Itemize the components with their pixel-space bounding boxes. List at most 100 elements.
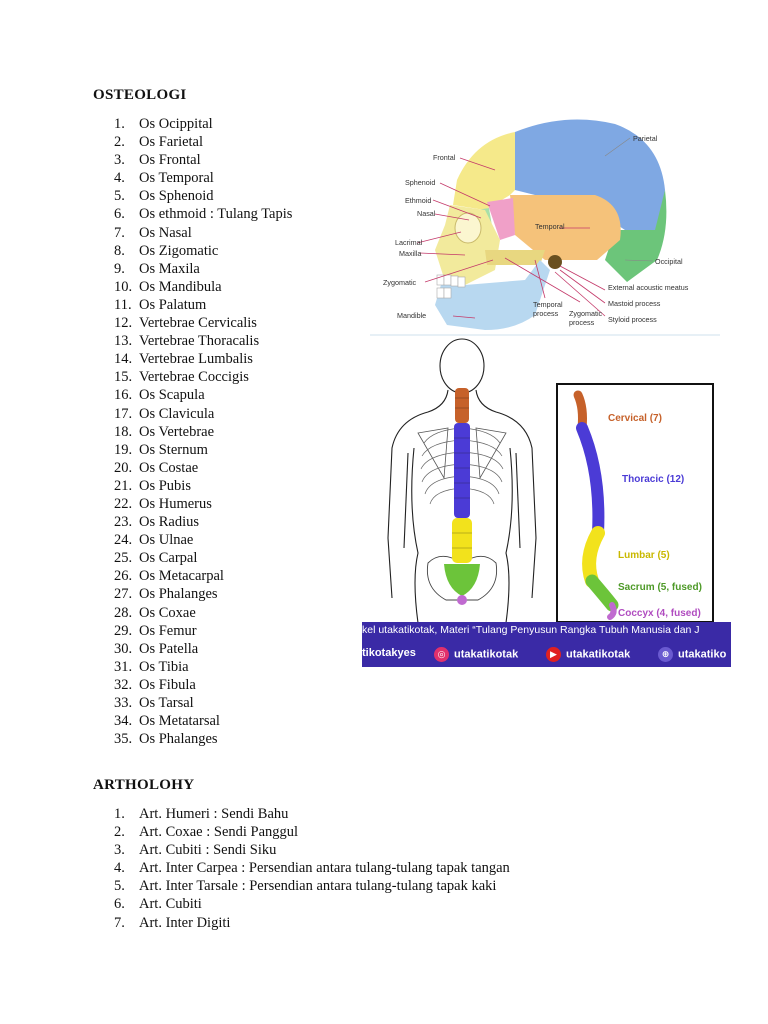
item-text: Os Clavicula [139,405,215,422]
banner-handle-2: utakatikotak [454,648,519,661]
banner-handle-4: utakatiko [678,648,727,661]
item-number: 3. [114,152,125,169]
label-occipital: Occipital [655,257,683,266]
item-text: Os Farietal [139,134,204,151]
artholohy-item: 2. Art. Coxae : Sendi Panggul [114,823,510,841]
item-text: Os Fibula [139,676,196,693]
temporal-bone [510,195,621,260]
banner-youtube: ▶utakatikotak [546,647,630,662]
item-text: Os Scapula [139,387,205,404]
item-number: 11. [114,296,132,313]
item-text: Os Tibia [139,658,189,675]
item-number: 18. [114,423,133,440]
osteologi-item: 8.Os Zigomatic [114,242,292,260]
item-text: Os Metacarpal [139,568,224,585]
item-number: 19. [114,441,133,458]
osteologi-item: 13.Vertebrae Thoracalis [114,332,292,350]
osteologi-item: 27. Os Phalanges [114,585,292,603]
item-number: 29. [114,622,133,639]
item-number: 26. [114,568,133,585]
item-number: 2. [114,824,125,841]
label-temporal-process-2: process [533,309,559,318]
item-number: 6. [114,896,125,913]
artholohy-item: 3.Art. Cubiti : Sendi Siku [114,841,510,859]
banner-instagram: ◎ utakatikotak [434,647,518,662]
item-text: Os Sternum [139,441,208,458]
osteologi-item: 10.Os Mandibula [114,278,292,296]
osteologi-item: 4.Os Temporal [114,169,292,187]
side-thoracic [576,422,605,539]
item-text: Vertebrae Thoracalis [139,333,260,350]
item-text: Os Tarsal [139,695,194,711]
item-text: Os Phalanges [139,586,218,603]
item-text: Os Coxae [139,604,196,621]
label-coccyx: Coccyx (4, fused) [618,608,701,619]
item-text: Art. Inter Digiti [139,914,231,931]
side-coccyx [607,602,617,620]
item-number: 5. [114,878,125,895]
artholohy-heading: ARTHOLOHY [93,777,195,793]
item-number: 4. [114,170,125,187]
label-lumbar: Lumbar (5) [618,550,670,561]
label-frontal: Frontal [433,153,456,162]
spine-side-figure: Cervical (7) Thoracic (12) Lumbar (5) Sa… [556,383,714,623]
item-text: Os Sphenoid [139,188,214,205]
banner-text: kel utakatikotak, Materi “Tulang Penyusu… [362,624,700,636]
item-number: 7. [114,914,125,931]
item-number: 31. [114,658,133,675]
label-sphenoid: Sphenoid [405,178,435,187]
osteologi-item: 32.Os Fibula [114,676,292,694]
item-number: 30. [114,640,133,657]
item-number: 16. [114,387,133,404]
osteologi-item: 34.Os Metatarsal [114,712,292,730]
zygomatic-bone [485,250,545,265]
osteologi-item: 6.Os ethmoid : Tulang Tapis [114,205,292,223]
item-text: Art. Cubiti [139,896,202,913]
item-text: Os Ocippital [139,116,213,132]
item-number: 7. [114,224,125,241]
item-text: Os Femur [139,622,197,639]
osteologi-item: 9.Os Maxila [114,260,292,278]
artholohy-item: 5. Art. Inter Tarsale : Persendian antara… [114,877,510,895]
artholohy-item: 4.Art. Inter Carpea : Persendian antara … [114,859,510,877]
lumbar-segment [452,518,472,563]
item-number: 27. [114,586,133,603]
item-text: Os Ulnae [139,532,194,549]
instagram-icon: ◎ [434,647,449,662]
occipital-bone [605,190,667,282]
item-text: Vertebrae Coccigis [139,369,249,386]
coccyx-segment [457,595,467,605]
banner-web: ⊕utakatiko [658,647,726,662]
item-text: Art. Inter Tarsale : Persendian antara t… [139,878,497,895]
osteologi-item: 5.Os Sphenoid [114,187,292,205]
item-number: 23. [114,514,133,531]
label-sacrum: Sacrum (5, fused) [618,582,702,593]
item-number: 34. [114,713,133,730]
item-text: Art. Inter Carpea : Persendian antara tu… [139,860,510,877]
osteologi-item: 24.Os Ulnae [114,531,292,549]
item-text: Art. Coxae : Sendi Panggul [139,824,299,841]
label-ethmoid: Ethmoid [405,196,431,205]
item-text: Os Frontal [139,152,201,169]
osteologi-item: 15.Vertebrae Coccigis [114,368,292,386]
label-temporal-process-1: Temporal [533,300,563,309]
back-skeleton-figure [378,338,548,623]
label-parietal: Parietal [633,134,658,143]
item-number: 17. [114,405,133,422]
item-number: 8. [114,242,125,259]
item-number: 12. [114,315,133,332]
item-number: 33. [114,695,133,711]
banner-social-row: tikotakyes ◎ utakatikotak ▶utakatikotak ⊕… [362,645,731,665]
label-temporal: Temporal [535,222,565,231]
item-number: 1. [114,806,125,822]
item-text: Os Nasal [139,224,192,241]
banner-handle-1: tikotakyes [362,647,416,659]
label-nasal: Nasal [417,209,436,218]
osteologi-item: 2.Os Farietal [114,133,292,151]
artholohy-item: 7. Art. Inter Digiti [114,914,510,932]
item-text: Os ethmoid : Tulang Tapis [139,206,293,223]
frontal-bone [453,132,515,210]
item-number: 3. [114,842,125,859]
osteologi-item: 14.Vertebrae Lumbalis [114,350,292,368]
